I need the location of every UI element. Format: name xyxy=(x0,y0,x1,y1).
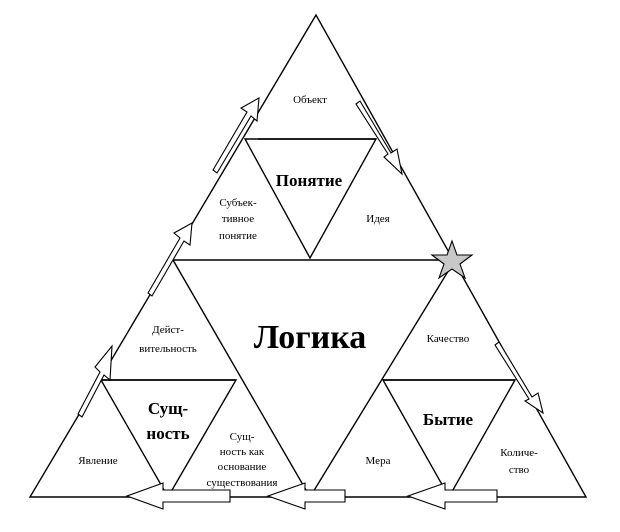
label-idea: Идея xyxy=(366,213,389,225)
label-being: Бытие xyxy=(423,410,474,429)
logic-left-edge xyxy=(172,259,311,498)
label-actuality-2: вительность xyxy=(139,343,197,355)
label-measure: Мера xyxy=(366,455,391,467)
label-essence-2: ность xyxy=(146,424,189,443)
logic-right-edge xyxy=(309,259,456,498)
label-appearance: Явление xyxy=(78,455,118,467)
label-subjective-concept-3: понятие xyxy=(219,230,257,242)
label-ground-3: основание xyxy=(218,461,267,473)
label-object: Объект xyxy=(293,94,327,106)
up-arrow-1 xyxy=(77,344,113,418)
left-arrow-3 xyxy=(406,482,498,510)
up-arrow-3 xyxy=(212,97,260,174)
outer-triangle xyxy=(28,13,588,498)
left-arrow-1 xyxy=(125,482,231,510)
concept-inverted-triangle xyxy=(243,138,378,260)
label-quantity-2: ство xyxy=(509,464,530,476)
label-ground-2: ность как xyxy=(220,446,265,458)
label-subjective-concept-1: Субъек- xyxy=(219,197,257,209)
label-ground-4: существования xyxy=(207,477,278,489)
label-quality: Качество xyxy=(427,333,470,345)
diagram-title: Логика xyxy=(254,319,367,356)
label-ground-1: Сущ- xyxy=(230,431,255,443)
up-arrow-2 xyxy=(147,222,193,297)
label-subjective-concept-2: тивное xyxy=(222,213,254,225)
down-arrow-2 xyxy=(494,341,544,415)
label-actuality-1: Дейст- xyxy=(152,324,184,336)
down-arrow-1 xyxy=(355,100,403,176)
label-quantity-1: Количе- xyxy=(500,447,538,459)
label-essence-1: Сущ- xyxy=(148,399,189,418)
left-arrow-2 xyxy=(266,482,346,510)
being-inverted-triangle xyxy=(381,379,517,499)
star-icon xyxy=(430,239,474,280)
essence-inverted-triangle xyxy=(99,379,238,499)
label-concept: Понятие xyxy=(276,171,343,190)
